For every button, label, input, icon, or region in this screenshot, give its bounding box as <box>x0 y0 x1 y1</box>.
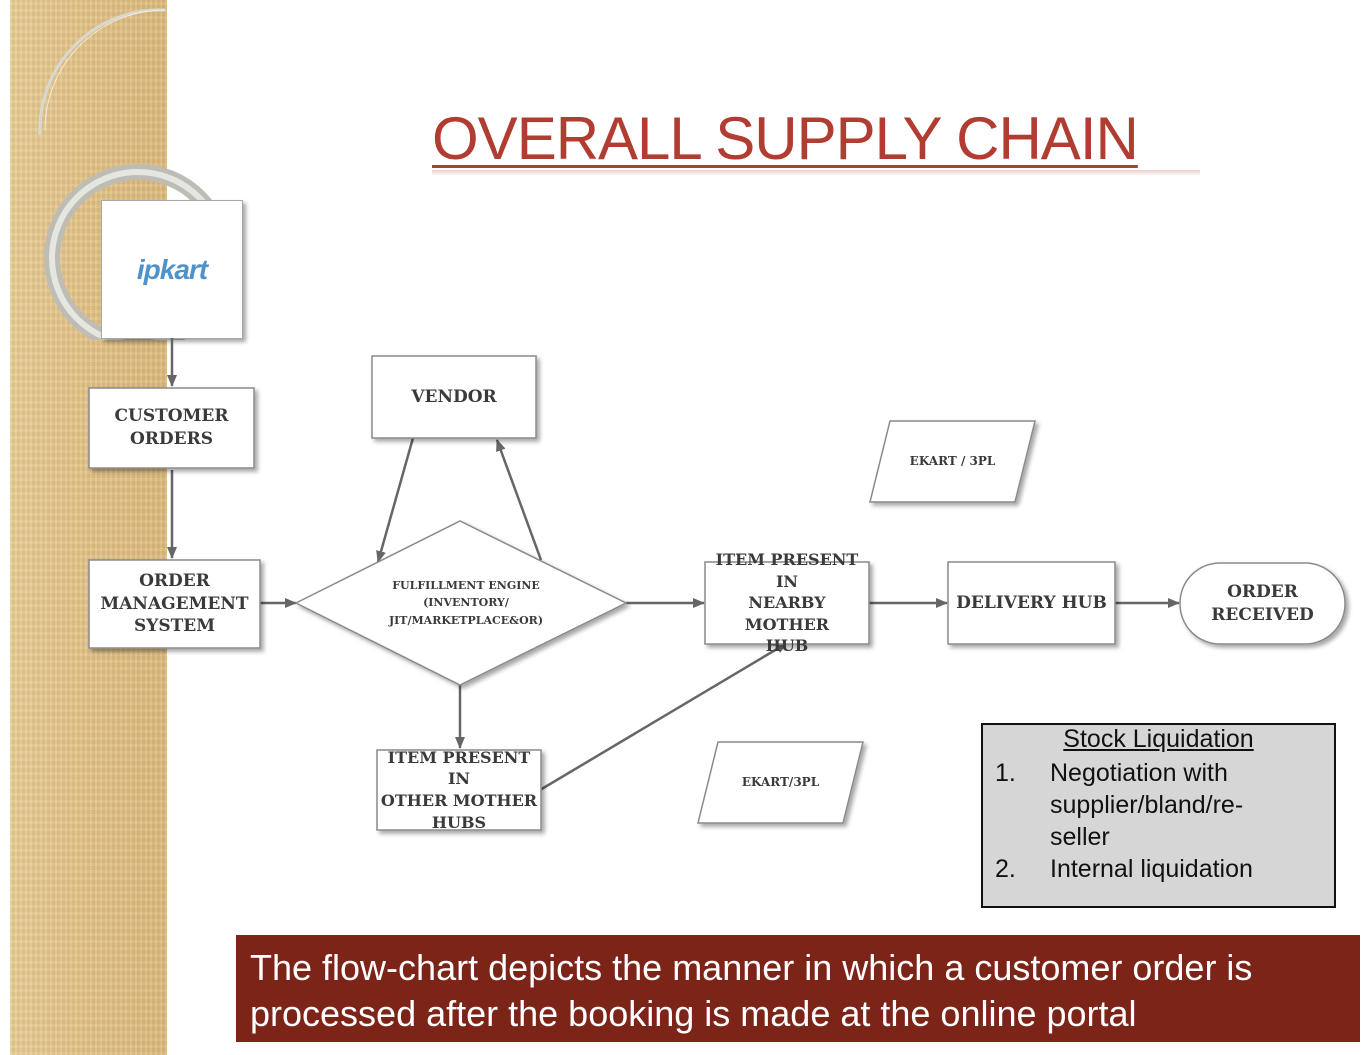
stock-item-number: 1. <box>995 759 1016 787</box>
title-underline-shadow <box>432 170 1200 176</box>
stock-liquidation-item: 1. Negotiation with supplier/bland/re-se… <box>995 757 1290 853</box>
flipkart-logo: ipkart <box>101 200 243 339</box>
order-received-terminal <box>1179 562 1346 645</box>
ekart-bottom-parallelogram <box>697 741 864 824</box>
order-received-label: ORDER RECEIVED <box>1211 581 1314 625</box>
logo-text: ipkart <box>136 253 208 285</box>
slide-title: OVERALL SUPPLY CHAIN <box>432 105 1139 172</box>
order-management-box <box>88 559 261 649</box>
stock-liquidation-item: 2. Internal liquidation <box>995 853 1330 885</box>
stock-item-text: Negotiation with supplier/bland/re-selle… <box>1050 759 1244 851</box>
arrow-engine-to-vendor <box>495 439 543 561</box>
stock-liquidation-title: Stock Liquidation <box>1063 725 1254 753</box>
vendor-box <box>371 355 537 439</box>
customer-orders-box <box>88 387 255 469</box>
ekart-bottom-label: EKART/3PL <box>741 775 820 790</box>
item-nearby-hub-label: ITEM PRESENT IN NEARBY MOTHER HUB <box>715 550 859 656</box>
stock-item-text: Internal liquidation <box>1050 855 1253 883</box>
delivery-hub-box <box>947 561 1116 645</box>
item-other-hubs-box <box>376 749 542 831</box>
delivery-hub-label: DELIVERY HUB <box>956 592 1107 613</box>
stock-item-number: 2. <box>995 855 1016 883</box>
ekart-top-label: EKART / 3PL <box>909 454 996 469</box>
arrow-other-hubs-to-nearby-hub <box>539 641 788 792</box>
arrow-vendor-to-engine <box>376 437 415 563</box>
connectors <box>167 338 1180 792</box>
customer-orders-label: CUSTOMER ORDERS <box>114 406 229 449</box>
item-other-hubs-label: ITEM PRESENT IN OTHER MOTHER HUBS <box>380 747 538 832</box>
caption-banner: The flow-chart depicts the manner in whi… <box>236 935 1360 1042</box>
shapes <box>88 355 1346 831</box>
fulfillment-engine-label: FULFILLMENT ENGINE (INVENTORY/ JIT/MARKE… <box>388 578 544 627</box>
vendor-label: VENDOR <box>411 386 497 407</box>
fulfillment-engine-diamond <box>294 520 628 686</box>
order-management-label: ORDER MANAGEMENT SYSTEM <box>100 570 249 637</box>
ekart-top-parallelogram <box>869 420 1036 503</box>
stock-liquidation-box: Stock Liquidation 1. Negotiation with su… <box>981 723 1336 908</box>
item-nearby-hub-box <box>704 561 870 645</box>
